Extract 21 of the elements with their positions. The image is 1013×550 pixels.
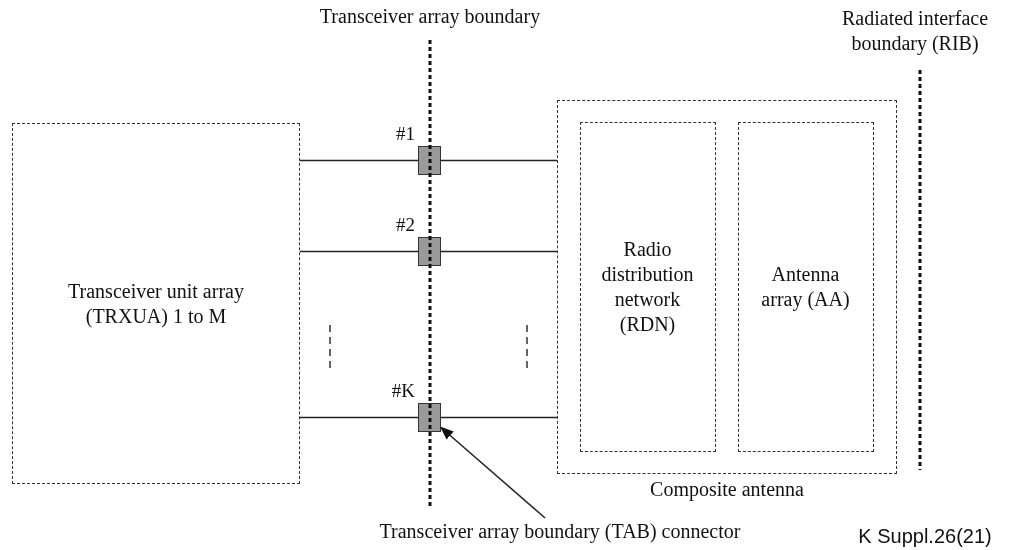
dashed-box	[579, 121, 716, 452]
arrow	[440, 426, 546, 519]
connector-number: #2	[396, 215, 415, 234]
connector-number: #K	[391, 381, 415, 400]
connection-line	[440, 250, 558, 253]
box-label: Radio distribution network (RDN)	[600, 236, 695, 337]
box-label: Antenna array (AA)	[760, 261, 851, 312]
connection-line	[299, 250, 419, 253]
connection-line	[299, 416, 419, 419]
box-caption: Composite antenna	[649, 477, 805, 502]
connection-line	[440, 416, 558, 419]
connector-number: #1	[396, 124, 415, 143]
boundary-label: Transceiver array boundary	[318, 4, 542, 29]
connection-line	[299, 159, 419, 162]
boundary-label: Radiated interface boundary (RIB)	[841, 6, 989, 56]
callout-text: Transceiver array boundary (TAB) connector	[379, 518, 741, 544]
figure-id: K Suppl.26(21)	[857, 524, 993, 549]
connection-line	[440, 159, 558, 162]
dashed-box	[12, 123, 300, 484]
dashed-box	[737, 121, 874, 452]
box-label: Transceiver unit array (TRXUA) 1 to M	[67, 278, 245, 329]
